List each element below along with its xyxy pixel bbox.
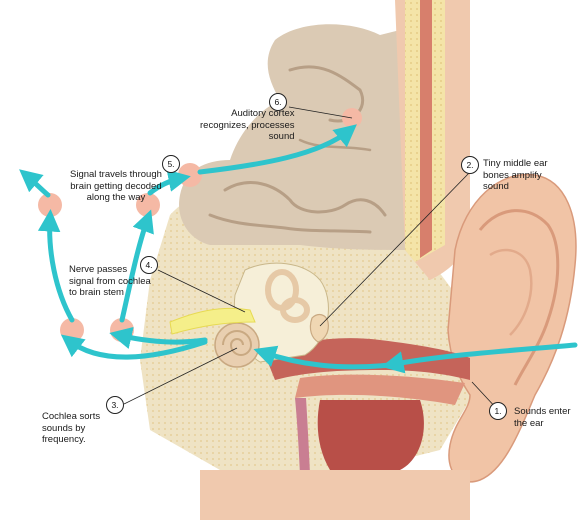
sound-wave-arrow: [381, 342, 578, 374]
arrow-nerve-to-brainstem-left: [60, 334, 208, 360]
step-5-number: 5.: [162, 155, 180, 173]
arrow-lower-right-up: [119, 209, 154, 323]
outer-ear-pinna: [447, 173, 577, 483]
pinna-shadow: [489, 248, 533, 336]
step-3-line-1: Cochlea sorts: [42, 411, 101, 422]
arrow-upper-left-out: [19, 169, 51, 198]
step-4-label: Nerve passes signal from cochlea to brai…: [69, 264, 151, 299]
step-4-line-1: Nerve passes: [69, 264, 128, 275]
leader-line-step-3: [123, 347, 238, 405]
ear-canal: [265, 338, 470, 380]
signal-node-upper-left: [38, 193, 62, 217]
lower-tissue: [200, 470, 470, 520]
step-5-line-2: brain getting decoded: [70, 180, 162, 192]
step-6-label: Auditory cortex recognizes, processes so…: [200, 108, 295, 143]
signal-node-upper-right: [178, 163, 202, 187]
step-1-number: 1.: [489, 402, 507, 420]
brain-fold-2: [223, 181, 387, 217]
brain-fold-3: [208, 213, 372, 234]
step-4-number: 4.: [140, 256, 158, 274]
arrow-ear-to-cochlea: [253, 345, 393, 370]
step-6-line-3: sound: [268, 131, 295, 142]
arrow-to-cortex: [197, 124, 357, 175]
leader-line-step-6: [288, 106, 353, 119]
jaw-muscle: [317, 400, 424, 470]
step-1-label: Sounds enter the ear: [514, 406, 571, 429]
step-2-label: Tiny middle ear bones amplify sound: [483, 158, 548, 193]
leader-line-step-4: [157, 269, 246, 313]
step-1-line-2: the ear: [514, 417, 544, 429]
step-2-line-3: sound: [483, 181, 509, 192]
step-2-line-1: Tiny middle ear: [483, 158, 548, 169]
step-3-line-2: sounds by: [42, 422, 86, 434]
step-3-label: Cochlea sorts sounds by frequency.: [42, 411, 100, 446]
step-5-line-1: Signal travels through: [70, 169, 162, 180]
cochlea-spiral: [222, 330, 253, 356]
step-6-line-1: Auditory cortex: [231, 108, 295, 119]
leader-line-step-2: [319, 171, 471, 327]
ear-canal-lining: [295, 374, 465, 405]
step-6-line-2: recognizes, processes: [200, 119, 295, 131]
step-3-line-3: frequency.: [42, 434, 86, 445]
cochlea: [214, 322, 260, 368]
step-5-label: Signal travels through brain getting dec…: [70, 169, 162, 204]
arrow-nerve-to-brainstem-right: [109, 327, 208, 349]
step-1-line-1: Sounds enter: [514, 406, 571, 417]
auditory-nerve: [169, 307, 256, 335]
semicircular-canal-2: [280, 297, 310, 323]
step-4-line-3: to brain stem: [69, 287, 124, 298]
step-5-line-3: along the way: [86, 192, 146, 203]
step-6-number: 6.: [269, 93, 287, 111]
step-2-number: 2.: [461, 156, 479, 174]
step-2-line-2: bones amplify: [483, 169, 542, 181]
middle-ear-bones: [309, 313, 329, 343]
scalp-inner-layer: [420, 0, 432, 258]
arrow-lower-left-up: [37, 209, 75, 323]
arrow-mid-right-up: [147, 169, 191, 196]
step-4-line-2: signal from cochlea: [69, 275, 151, 287]
step-3-number: 3.: [106, 396, 124, 414]
